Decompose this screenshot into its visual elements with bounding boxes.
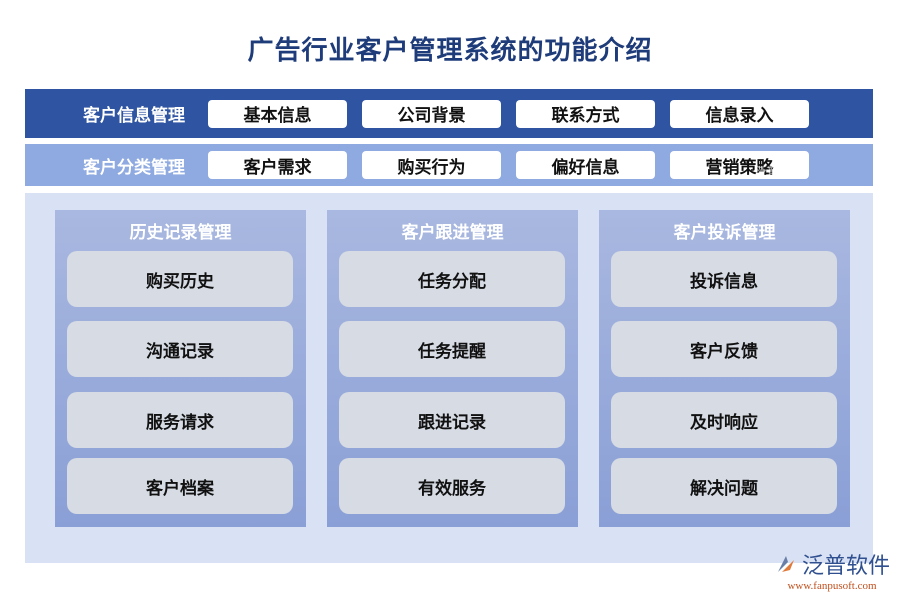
column-title: 客户跟进管理: [401, 223, 504, 243]
brand-logo: 泛普软件 www.fanpusoft.com: [774, 548, 890, 592]
module-card: 投诉信息: [611, 251, 837, 307]
module-card: 沟通记录: [67, 321, 293, 377]
module-card: 解决问题: [611, 458, 837, 514]
column-title: 客户投诉管理: [673, 223, 776, 243]
fanpu-logo-icon: [777, 556, 794, 572]
module-card: 及时响应: [611, 392, 837, 448]
complaint-column: 客户投诉管理 投诉信息 客户反馈 及时响应 解决问题: [599, 210, 850, 527]
module-card: 跟进记录: [339, 392, 565, 448]
pill-item: 购买行为: [362, 151, 501, 179]
customer-info-band: 客户信息管理 基本信息 公司背景 联系方式 信息录入: [25, 89, 873, 138]
module-card: 任务分配: [339, 251, 565, 307]
module-card: 有效服务: [339, 458, 565, 514]
logo-url: www.fanpusoft.com: [787, 580, 877, 592]
customer-category-band: 客户分类管理 客户需求 购买行为 偏好信息 营销策略: [25, 144, 873, 186]
pill-item: 信息录入: [670, 99, 809, 128]
followup-column: 客户跟进管理 任务分配 任务提醒 跟进记录 有效服务: [327, 210, 578, 527]
module-card: 任务提醒: [339, 321, 565, 377]
pill-item: 客户需求: [208, 151, 347, 179]
module-card: 客户反馈: [611, 321, 837, 377]
pill-item: 营销策略: [670, 151, 809, 179]
page-title: 广告行业客户管理系统的功能介绍: [247, 36, 653, 66]
module-card: 服务请求: [67, 392, 293, 448]
history-column: 历史记录管理 购买历史 沟通记录 服务请求 客户档案: [55, 210, 306, 527]
pill-item: 联系方式: [516, 99, 655, 128]
logo-name: 泛普软件: [801, 554, 890, 579]
module-card: 客户档案: [67, 458, 293, 514]
column-title: 历史记录管理: [129, 223, 232, 243]
pill-item: 偏好信息: [516, 151, 655, 179]
band-label: 客户分类管理: [83, 157, 185, 178]
pill-item: 公司背景: [362, 99, 501, 128]
modules-panel: 历史记录管理 购买历史 沟通记录 服务请求 客户档案 客户跟进管理 任务分配 任…: [25, 193, 873, 563]
pill-item: 基本信息: [208, 99, 347, 128]
module-card: 购买历史: [67, 251, 293, 307]
band-label: 客户信息管理: [83, 106, 185, 126]
watermark: 泛普软件: [756, 165, 800, 178]
